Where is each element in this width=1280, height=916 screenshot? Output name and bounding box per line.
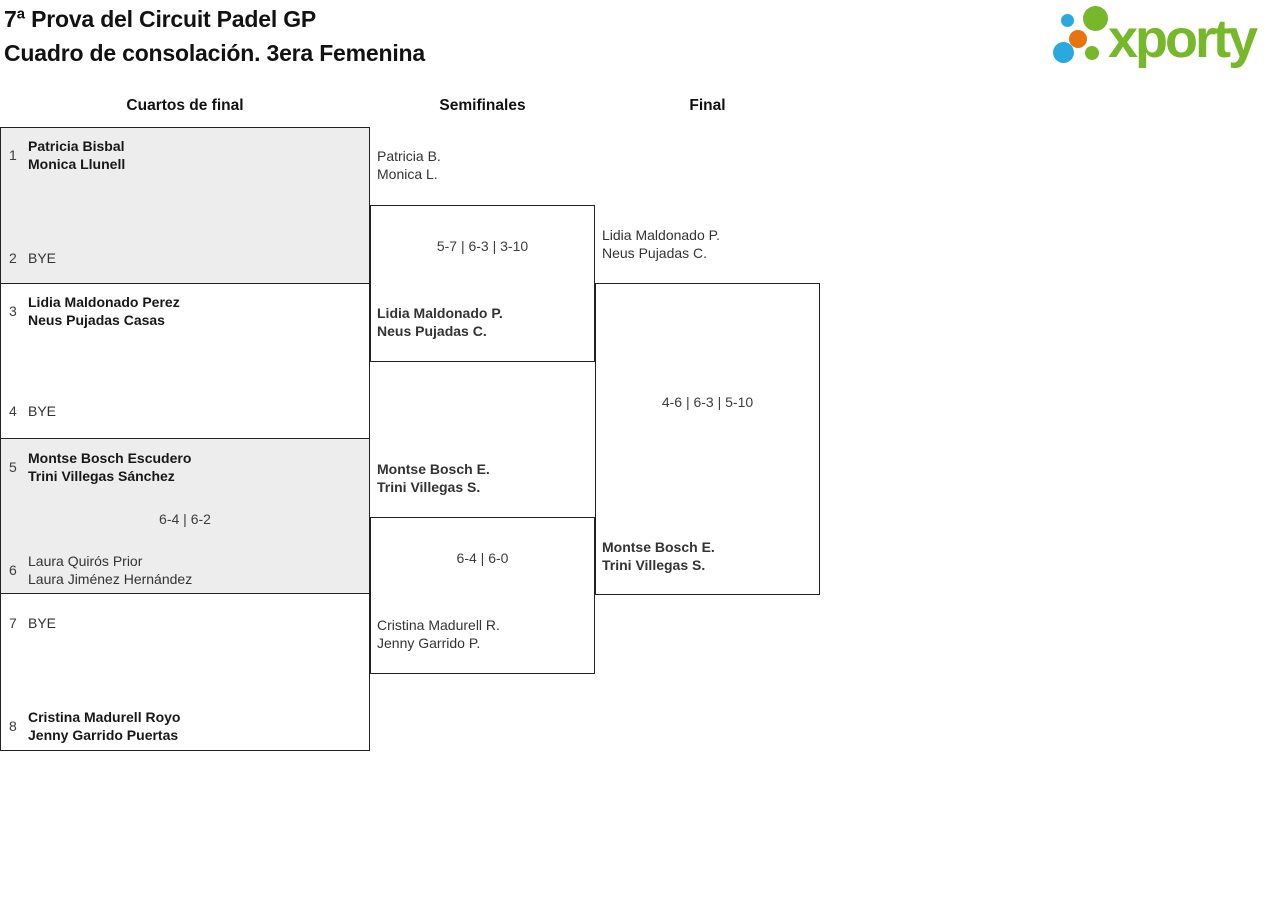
team-names: Cristina Madurell Royo Jenny Garrido Pue… bbox=[28, 708, 180, 744]
player-name: Neus Pujadas C. bbox=[377, 323, 487, 339]
team-names: Patricia B. Monica L. bbox=[377, 147, 441, 183]
match-box-sf2 bbox=[370, 517, 595, 674]
seed-number: 3 bbox=[9, 303, 17, 319]
bracket-subtitle: Cuadro de consolación. 3era Femenina bbox=[4, 40, 425, 66]
team-names: Patricia Bisbal Monica Llunell bbox=[28, 137, 125, 173]
player-name: Montse Bosch E. bbox=[377, 461, 490, 477]
page-title: 7ª Prova del Circuit Padel GP Cuadro de … bbox=[4, 2, 425, 70]
player-name: Lidia Maldonado P. bbox=[377, 305, 503, 321]
match-box-sf1 bbox=[370, 205, 595, 362]
logo-dot-icon bbox=[1085, 46, 1099, 60]
player-name: Trini Villegas Sánchez bbox=[28, 468, 175, 484]
participant-slot: 5 Montse Bosch Escudero Trini Villegas S… bbox=[9, 449, 191, 485]
match-score: 5-7 | 6-3 | 3-10 bbox=[436, 238, 529, 254]
match-score: 6-4 | 6-0 bbox=[456, 550, 509, 566]
player-name: BYE bbox=[28, 615, 57, 631]
round-header-quarterfinals: Cuartos de final bbox=[126, 97, 244, 114]
match-box-qf4: 7 BYE 8 Cristina Madurell Royo Jenny Gar… bbox=[0, 593, 370, 751]
logo-dot-icon bbox=[1061, 14, 1074, 27]
match-score: 6-4 | 6-2 bbox=[159, 511, 211, 527]
team-names: BYE bbox=[28, 249, 56, 267]
participant-slot: 4 BYE bbox=[9, 402, 56, 420]
seed-number: 6 bbox=[9, 562, 17, 578]
player-name: Laura Jiménez Hernández bbox=[28, 571, 193, 587]
player-name: Lidia Maldonado P. bbox=[602, 227, 721, 243]
participant-slot: 1 Patricia Bisbal Monica Llunell bbox=[9, 137, 125, 173]
player-name: BYE bbox=[28, 250, 57, 266]
logo-dot-icon bbox=[1053, 42, 1074, 63]
logo-wordmark: xporty bbox=[1108, 9, 1258, 69]
player-name: Cristina Madurell R. bbox=[377, 617, 500, 633]
player-name: Neus Pujadas C. bbox=[602, 245, 708, 261]
seed-number: 7 bbox=[9, 615, 17, 631]
seed-number: 5 bbox=[9, 459, 17, 475]
xporty-logo[interactable]: xporty bbox=[1048, 2, 1276, 66]
team-names: BYE bbox=[28, 402, 56, 420]
team-names: Laura Quirós Prior Laura Jiménez Hernánd… bbox=[28, 552, 192, 588]
player-name: Cristina Madurell Royo bbox=[28, 709, 181, 725]
player-name: Monica L. bbox=[377, 166, 438, 182]
participant-slot: 3 Lidia Maldonado Perez Neus Pujadas Cas… bbox=[9, 293, 180, 329]
team-names: Lidia Maldonado P. Neus Pujadas C. bbox=[377, 304, 503, 340]
match-score: 4-6 | 6-3 | 5-10 bbox=[661, 394, 754, 410]
player-name: Patricia Bisbal bbox=[28, 138, 125, 154]
team-names: Montse Bosch Escudero Trini Villegas Sán… bbox=[28, 449, 191, 485]
player-name: BYE bbox=[28, 403, 57, 419]
player-name: Jenny Garrido P. bbox=[377, 635, 481, 651]
player-name: Trini Villegas S. bbox=[602, 557, 706, 573]
team-names: Cristina Madurell R. Jenny Garrido P. bbox=[377, 616, 500, 652]
team-names: BYE bbox=[28, 614, 56, 632]
participant-slot: 8 Cristina Madurell Royo Jenny Garrido P… bbox=[9, 708, 180, 744]
seed-number: 1 bbox=[9, 147, 17, 163]
team-names: Montse Bosch E. Trini Villegas S. bbox=[377, 460, 490, 496]
match-box-final bbox=[595, 283, 820, 595]
player-name: Trini Villegas S. bbox=[377, 479, 481, 495]
team-names: Lidia Maldonado Perez Neus Pujadas Casas bbox=[28, 293, 180, 329]
round-header-final: Final bbox=[689, 97, 726, 114]
player-name: Monica Llunell bbox=[28, 156, 126, 172]
round-header-semifinals: Semifinales bbox=[439, 97, 526, 114]
player-name: Montse Bosch Escudero bbox=[28, 450, 192, 466]
player-name: Jenny Garrido Puertas bbox=[28, 727, 179, 743]
participant-slot: 6 Laura Quirós Prior Laura Jiménez Herná… bbox=[9, 552, 192, 588]
seed-number: 8 bbox=[9, 718, 17, 734]
participant-slot: 7 BYE bbox=[9, 614, 56, 632]
logo-dot-icon bbox=[1069, 30, 1087, 48]
team-names: Lidia Maldonado P. Neus Pujadas C. bbox=[602, 226, 720, 262]
team-names: Montse Bosch E. Trini Villegas S. bbox=[602, 538, 715, 574]
player-name: Lidia Maldonado Perez bbox=[28, 294, 180, 310]
player-name: Patricia B. bbox=[377, 148, 441, 164]
tournament-name: 7ª Prova del Circuit Padel GP bbox=[4, 6, 317, 32]
player-name: Neus Pujadas Casas bbox=[28, 312, 165, 328]
player-name: Montse Bosch E. bbox=[602, 539, 715, 555]
seed-number: 4 bbox=[9, 403, 17, 419]
participant-slot: 2 BYE bbox=[9, 249, 56, 267]
seed-number: 2 bbox=[9, 250, 17, 266]
match-box-qf2: 3 Lidia Maldonado Perez Neus Pujadas Cas… bbox=[0, 283, 370, 439]
match-box-qf1: 1 Patricia Bisbal Monica Llunell 2 BYE bbox=[0, 127, 370, 284]
player-name: Laura Quirós Prior bbox=[28, 553, 143, 569]
logo-dot-icon bbox=[1083, 6, 1108, 31]
match-box-qf3: 5 Montse Bosch Escudero Trini Villegas S… bbox=[0, 438, 370, 594]
